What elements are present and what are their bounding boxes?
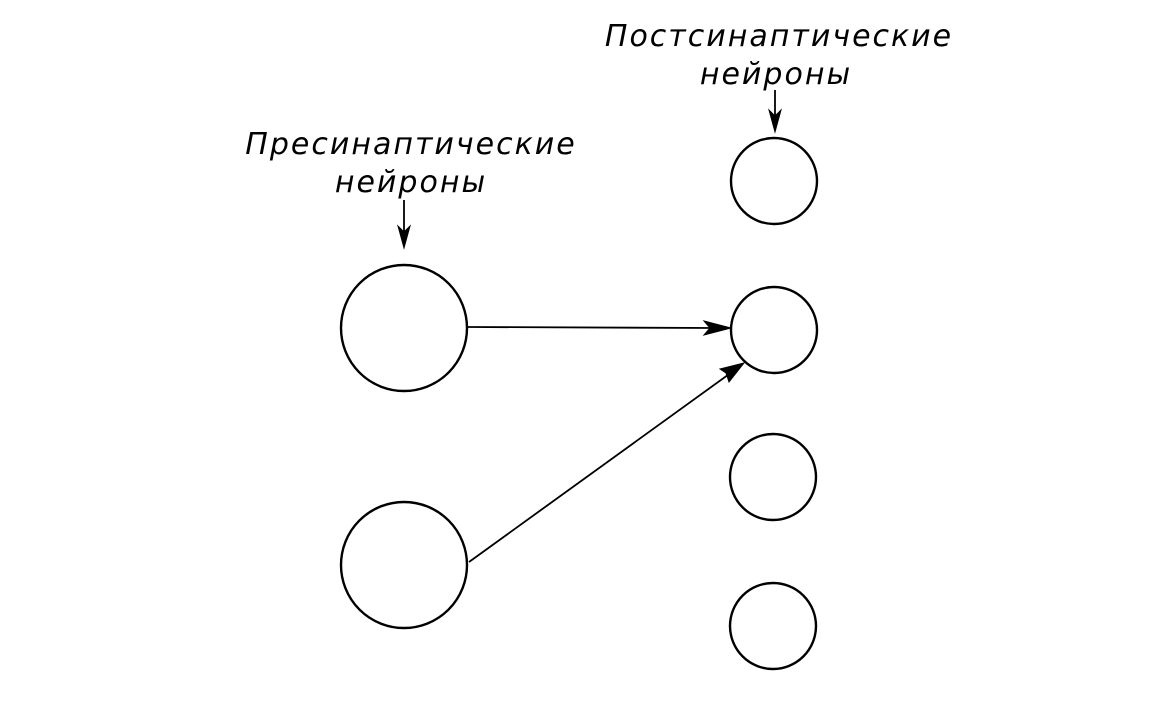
postsynaptic-pointer-arrowhead — [768, 108, 782, 134]
postsynaptic-neuron-3 — [728, 432, 818, 522]
postsynaptic-neuron-4 — [728, 581, 818, 671]
postsynaptic-label-line1: Постсинаптические — [605, 19, 953, 54]
presynaptic-pointer-arrowhead — [397, 224, 411, 250]
presynaptic-label-line1: Пресинаптические — [245, 127, 576, 162]
presynaptic-neuron-lower — [339, 500, 469, 630]
presynaptic-neuron-upper — [339, 263, 469, 393]
connection-lower-presynaptic-to-target — [468, 371, 733, 563]
connection-upper-arrowhead — [702, 320, 733, 336]
postsynaptic-label-line2: нейроны — [700, 57, 852, 92]
presynaptic-label-line2: нейроны — [335, 165, 487, 200]
connection-lower-arrowhead — [718, 362, 746, 384]
postsynaptic-neuron-1 — [729, 136, 819, 226]
connection-upper-presynaptic-to-target — [467, 326, 717, 329]
postsynaptic-neuron-2 — [729, 285, 819, 375]
